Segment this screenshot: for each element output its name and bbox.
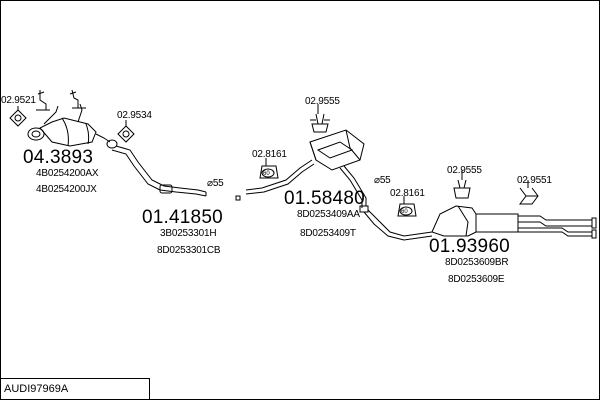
fitting-rubber-rear: 02.9551 [517,175,552,186]
part-number-rear: 01.93960 [429,236,510,257]
ref-front-pipe-1: 3B0253301H [160,228,217,239]
clamp-rear [397,203,417,217]
clamp-size-rear: 60 [401,209,408,215]
hanger-rear [453,179,471,199]
front-catalytic-converter [27,103,118,149]
fitting-clamp-middle: 02.8161 [252,149,287,160]
ref-rear-1: 8D0253609BR [445,257,509,268]
fitting-gasket-right: 02.9534 [117,110,152,121]
rear-silencer [431,205,597,239]
gasket-left [9,109,27,127]
diameter-front-pipe: ⌀55 [207,178,224,189]
fitting-hanger-rear: 02.9555 [447,165,482,176]
ref-middle-1: 8D0253409AA [297,209,360,220]
part-number-front-pipe: 01.41850 [142,207,223,228]
fitting-clamp-rear: 02.8161 [390,188,425,199]
model-label: AUDI97969A [4,383,69,395]
clamp-size-middle: 60 [263,171,270,177]
leader-lines [17,104,529,204]
fitting-hanger-middle: 02.9555 [305,96,340,107]
ref-middle-2: 8D0253409T [300,228,356,239]
diameter-middle-pipe: ⌀55 [374,175,391,186]
rubber-mount-rear [519,187,539,205]
ref-front-2: 4B0254200JX [36,184,97,195]
ref-front-pipe-2: 8D0253301CB [157,245,221,256]
hanger-middle [310,113,330,133]
gasket-right [117,125,135,143]
sensor-brackets [36,89,86,111]
model-box: AUDI97969A [1,378,150,399]
fitting-gasket-left: 02.9521 [1,95,36,106]
front-pipe [111,145,241,201]
clamp-middle [259,165,279,179]
rear-pipe [363,209,433,241]
ref-front-1: 4B0254200AX [36,168,99,179]
part-number-front: 04.3893 [23,147,94,168]
part-number-middle: 01.58480 [284,188,365,209]
ref-rear-2: 8D0253609E [448,274,505,285]
